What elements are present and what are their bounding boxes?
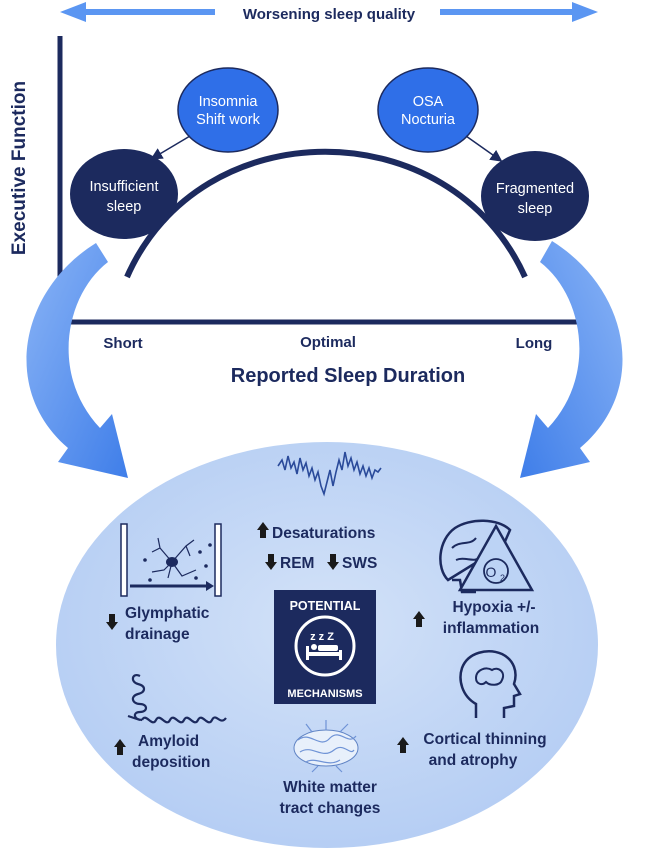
white-matter-line-1: White matter xyxy=(283,779,377,796)
glymphatic-line-1: Glymphatic xyxy=(125,605,210,622)
up-arrow-icon xyxy=(257,522,269,538)
mechanisms-title-top: POTENTIAL xyxy=(290,599,361,613)
y-axis-label: Executive Function xyxy=(9,81,30,255)
left-outcome-line-1: Insufficient xyxy=(89,179,158,195)
hypoxia-label-group: Hypoxia +/- inflammation xyxy=(413,599,539,637)
right-cause-line-2: Nocturia xyxy=(401,112,456,128)
head-brain-icon xyxy=(459,650,522,718)
desaturations-label: Desaturations xyxy=(272,525,375,542)
white-matter-line-2: tract changes xyxy=(280,800,381,817)
left-cause-line-1: Insomnia xyxy=(199,94,259,110)
left-cause-arrow xyxy=(150,135,191,160)
right-cause-arrow xyxy=(465,135,503,162)
glymphatic-neuron-icon xyxy=(120,523,222,597)
eeg-waveform-icon xyxy=(277,451,382,497)
x-axis-label: Reported Sleep Duration xyxy=(231,365,465,387)
right-outcome-line-1: Fragmented xyxy=(496,181,574,197)
up-arrow-icon xyxy=(114,739,126,755)
left-curved-arrow xyxy=(26,243,128,478)
mechanisms-title-bottom: MECHANISMS xyxy=(287,688,362,700)
o2-subscript: 2 xyxy=(500,573,505,583)
cortical-label-group: Cortical thinning and atrophy xyxy=(397,731,547,769)
up-arrow-icon xyxy=(397,737,409,753)
rem-sws-row: REM SWS xyxy=(265,554,377,572)
down-arrow-icon xyxy=(327,554,339,570)
sleep-icon-circle xyxy=(294,615,356,677)
left-outcome-line-2: sleep xyxy=(107,199,142,215)
down-arrow-icon xyxy=(265,554,277,570)
rem-label: REM xyxy=(280,555,314,572)
glymphatic-label-group: Glymphatic drainage xyxy=(106,605,210,643)
amyloid-protein-icon xyxy=(127,674,227,724)
o2-label: O xyxy=(486,564,497,580)
desaturations-row: Desaturations xyxy=(257,522,375,542)
white-matter-label-group: White matter tract changes xyxy=(280,779,381,817)
potential-mechanisms-box: POTENTIAL z z Z MECHANISMS xyxy=(274,590,376,704)
x-tick-long: Long xyxy=(516,335,553,352)
right-outcome-line-2: sleep xyxy=(518,201,553,217)
down-arrow-icon xyxy=(106,614,118,630)
left-outcome-bubble: Insufficient sleep xyxy=(70,149,178,239)
glymphatic-line-2: drainage xyxy=(125,626,190,643)
x-tick-optimal: Optimal xyxy=(300,334,356,351)
worsening-quality-label: Worsening sleep quality xyxy=(243,6,416,23)
sws-label: SWS xyxy=(342,555,377,572)
white-matter-tract-icon xyxy=(293,720,359,773)
amyloid-label-group: Amyloid deposition xyxy=(114,733,210,771)
cortical-line-1: Cortical thinning xyxy=(423,731,546,748)
left-cause-line-2: Shift work xyxy=(196,112,260,128)
amyloid-line-1: Amyloid xyxy=(138,733,199,750)
sleeping-person-icon xyxy=(306,644,342,660)
inverted-u-curve xyxy=(124,148,528,279)
hypoxia-line-2: inflammation xyxy=(443,620,539,637)
x-tick-short: Short xyxy=(103,335,142,352)
hypoxia-line-1: Hypoxia +/- xyxy=(452,599,535,616)
cortical-line-2: and atrophy xyxy=(429,752,518,769)
right-curved-arrow xyxy=(520,241,623,478)
up-arrow-icon xyxy=(413,611,425,627)
right-cause-bubble: OSA Nocturia xyxy=(377,67,479,153)
worsening-quality-arrow xyxy=(60,2,598,22)
right-cause-line-1: OSA xyxy=(413,94,444,110)
hypoxia-brain-icon: O 2 xyxy=(439,519,535,594)
zzz-icon: z z Z xyxy=(310,631,334,643)
right-outcome-bubble: Fragmented sleep xyxy=(481,151,589,241)
left-cause-bubble: Insomnia Shift work xyxy=(177,67,279,153)
amyloid-line-2: deposition xyxy=(132,754,210,771)
